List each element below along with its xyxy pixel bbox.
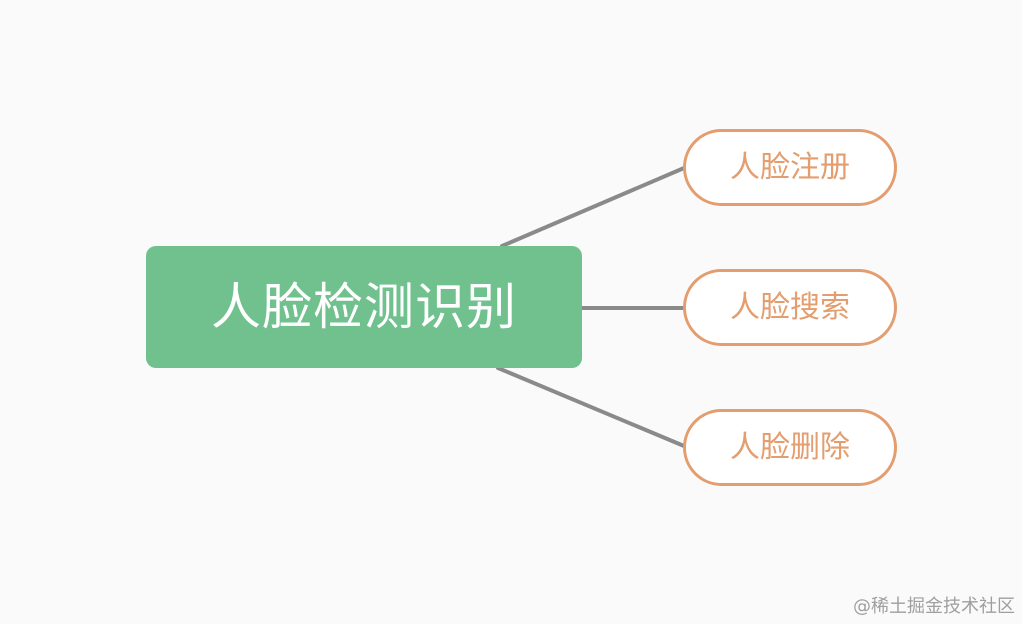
child-node-face-register: 人脸注册 [683, 129, 897, 206]
child-node-face-search: 人脸搜索 [683, 269, 897, 346]
connector-to-face-register [500, 166, 686, 248]
root-node-label: 人脸检测识别 [211, 278, 517, 336]
root-node: 人脸检测识别 [146, 246, 582, 368]
child-node-face-delete: 人脸删除 [683, 409, 897, 486]
connector-to-face-delete [496, 366, 686, 448]
child-node-label: 人脸注册 [730, 149, 850, 185]
child-node-label: 人脸删除 [730, 429, 850, 465]
watermark: @稀土掘金技术社区 [853, 596, 1015, 617]
child-node-label: 人脸搜索 [730, 289, 850, 325]
